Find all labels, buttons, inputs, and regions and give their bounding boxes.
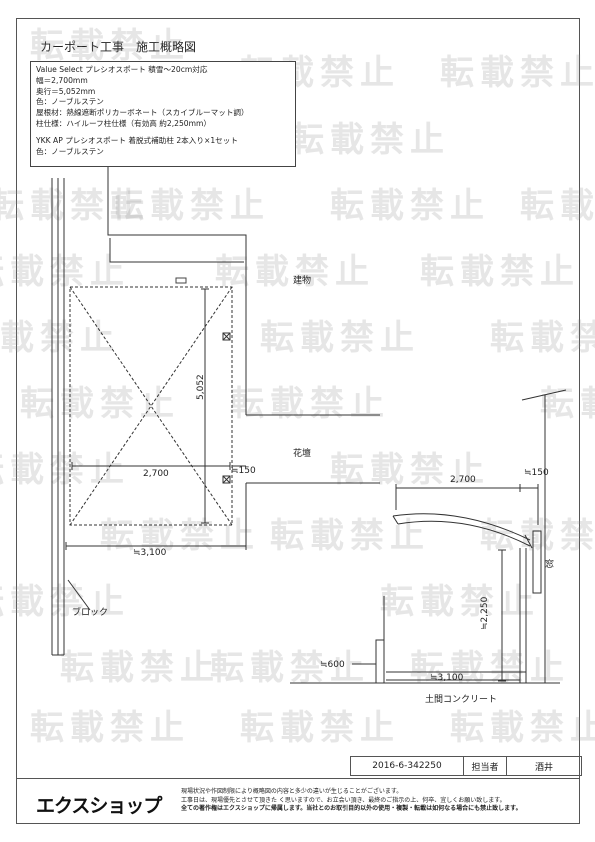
drawing-title: カーポート工事 施工概略図 [40,40,197,54]
spec-line: 色：ノーブルステン [36,146,104,156]
label-block: ブロック [72,608,109,618]
role-label: 担当者 [464,757,507,775]
dim-depth: 5,052 [196,374,206,400]
elev-dim-offset: ≒150 [524,468,549,478]
spec-line: Value Select プレシオスポート 積雪〜20cm対応 [36,65,208,74]
dim-width: 2,700 [143,469,169,479]
spec-line: 幅＝2,700mm [36,75,88,85]
company-logo: エクスショップ [36,795,162,817]
spec-line: 色：ノーブルステン [36,97,104,107]
label-ground: 土間コンクリート [425,695,498,705]
building-outline [107,167,380,548]
doc-id: 2016-6-342250 [351,757,464,775]
footer-notes: 現場状況や作図制限により概略図の内容と多少の違いが生じることがございます。 工事… [181,788,522,814]
dim-total: ≒3,100 [133,548,167,558]
carport-plan [69,277,233,526]
spec-line: YKK AP プレシオスポート 着脱式補助柱 2本入り×1セット [36,135,238,145]
drawing-frame [16,18,580,824]
meta-box: 2016-6-342250 担当者 酒井 [350,756,582,776]
footer: エクスショップ 現場状況や作図制限により概略図の内容と多少の違いが生じることがご… [16,778,580,825]
label-building: 建物 [293,276,312,286]
dim-offset: ≒150 [231,466,256,476]
elev-dim-width: 2,700 [450,475,476,485]
spec-line: 奥行＝5,052mm [36,86,96,96]
carport-elevation [290,389,567,684]
elev-dim-base: ≒600 [320,660,345,670]
spec-line: 屋根材：熱線遮断ポリカーボネート（スカイブルーマット調） [36,108,249,118]
label-flowerbed: 花壇 [293,449,312,459]
spec-box: Value Select プレシオスポート 積雪〜20cm対応 幅＝2,700m… [30,61,296,167]
label-window: 窓 [545,560,555,570]
spec-line: 柱仕様：ハイルーフ柱仕様（有効高 約2,250mm） [36,118,212,128]
block-wall [51,178,65,656]
elev-dim-total: ≒3,100 [430,673,464,683]
footer-note: 現場状況や作図制限により概略図の内容と多少の違いが生じることがございます。 [181,788,403,795]
elevation-dimensions [352,484,539,682]
footer-note: 全ての著作権はエクスショップに帰属します。当社とのお取引目的以外の使用・複製・転… [181,805,522,813]
footer-note: 工事日は、現場優先とさせて頂きた く思いますので、お立会い頂き、最終のご指示の上… [181,796,506,804]
elev-dim-height: ≒2,250 [480,596,490,630]
person-name: 酒井 [534,762,553,773]
plan-dimensions [65,288,247,611]
